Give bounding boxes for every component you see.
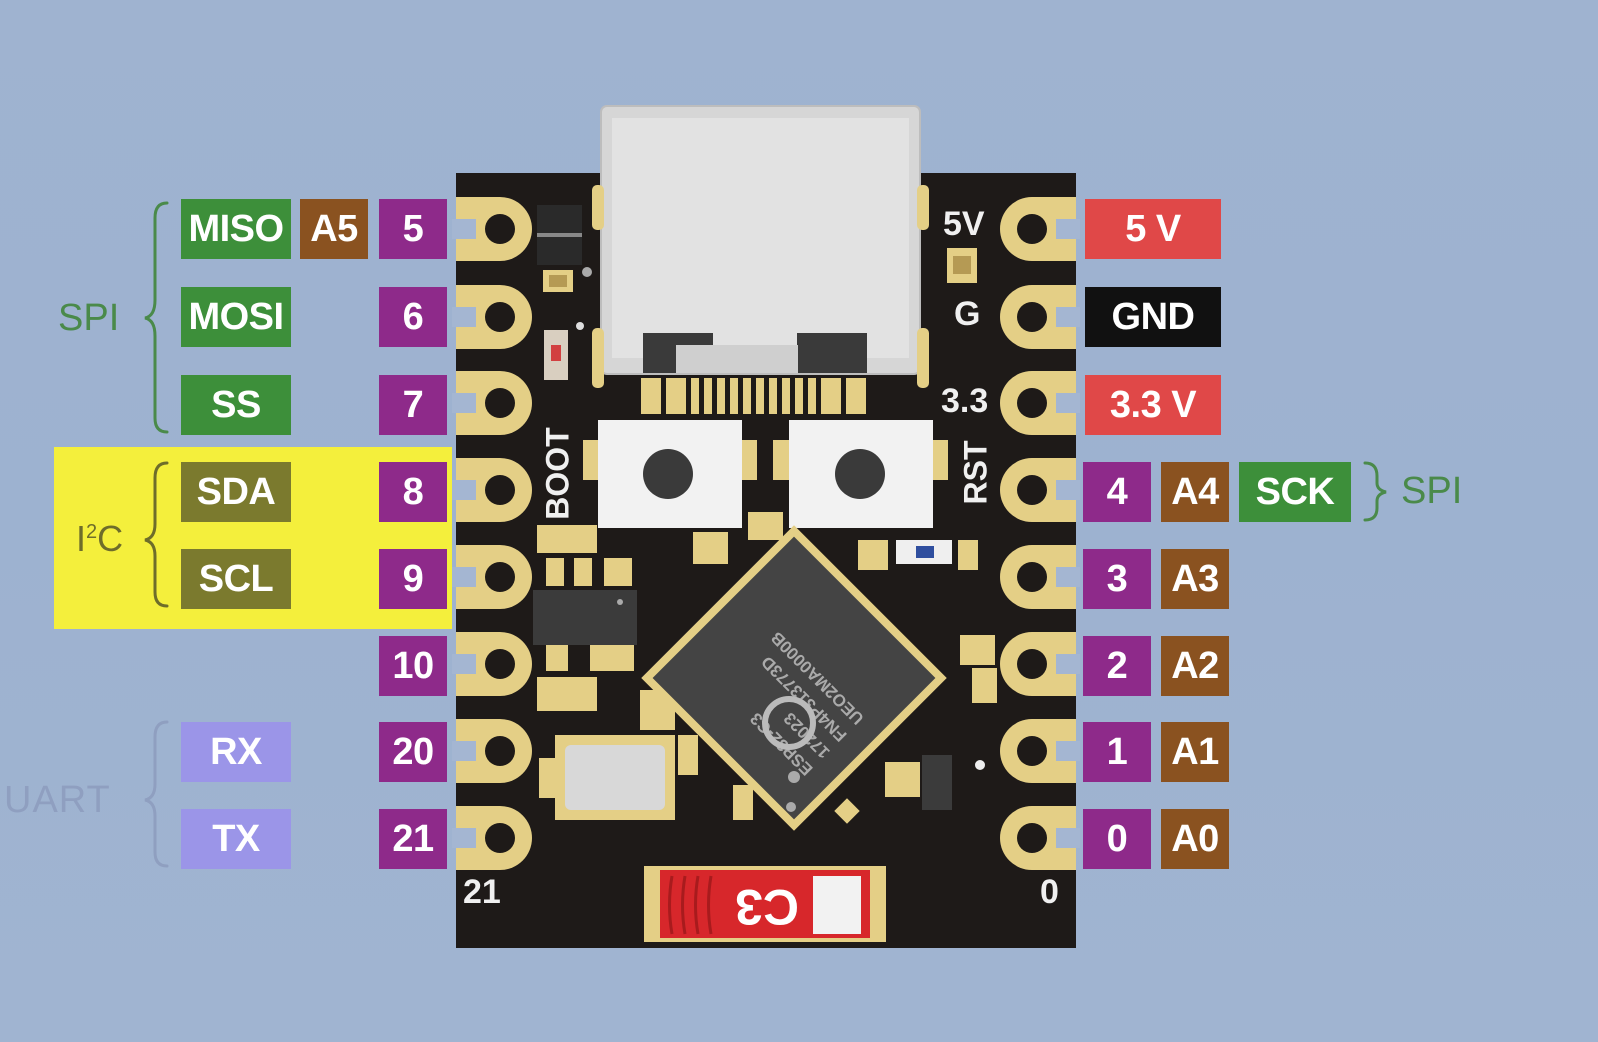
- silk-3v3: 3.3: [941, 382, 989, 420]
- silk-g: G: [954, 295, 981, 333]
- right-pad: [1000, 371, 1080, 435]
- pin-10-label: 10: [379, 636, 447, 696]
- right-pad: [1000, 285, 1080, 349]
- a0-label: A0: [1161, 809, 1229, 869]
- a1-label: A1: [1161, 722, 1229, 782]
- boot-button: [583, 420, 757, 528]
- pin-7-label: 7: [379, 375, 447, 435]
- ss-label: SS: [181, 375, 291, 435]
- boot-label: BOOT: [539, 427, 576, 520]
- miso-label: MISO: [181, 199, 291, 259]
- a5-label: A5: [300, 199, 368, 259]
- a3-label: A3: [1161, 549, 1229, 609]
- pin-1-label: 1: [1083, 722, 1151, 782]
- pin-20-label: 20: [379, 722, 447, 782]
- pin-21-label: 21: [379, 809, 447, 869]
- left-pad: [452, 719, 532, 783]
- scl-label: SCL: [181, 549, 291, 609]
- pin-0-label: 0: [1083, 809, 1151, 869]
- sck-label: SCK: [1239, 462, 1351, 522]
- mosi-label: MOSI: [181, 287, 291, 347]
- left-pad: [452, 545, 532, 609]
- left-pad: [452, 371, 532, 435]
- left-pad: [452, 632, 532, 696]
- tx-label: TX: [181, 809, 291, 869]
- right-pad: [1000, 719, 1080, 783]
- pin-5-label: 5: [379, 199, 447, 259]
- 3v3-label: 3.3 V: [1085, 375, 1221, 435]
- spi-left-label: SPI: [58, 297, 120, 339]
- left-pad: [452, 806, 532, 870]
- pin-8-label: 8: [379, 462, 447, 522]
- left-pad: [452, 285, 532, 349]
- i2c-sup: 2: [86, 521, 98, 543]
- right-pad: [1000, 458, 1080, 522]
- silk-5v: 5V: [943, 205, 985, 243]
- pin-4-label: 4: [1083, 462, 1151, 522]
- a4-label: A4: [1161, 462, 1229, 522]
- c3-label: C3: [735, 879, 799, 935]
- pin-2-label: 2: [1083, 636, 1151, 696]
- c3-plate: [644, 866, 886, 942]
- rx-label: RX: [181, 722, 291, 782]
- gnd-label: GND: [1085, 287, 1221, 347]
- i2c-label: I2C: [76, 518, 123, 560]
- pin-6-label: 6: [379, 287, 447, 347]
- pin-3-label: 3: [1083, 549, 1151, 609]
- right-pad: [1000, 632, 1080, 696]
- spi-right-label: SPI: [1401, 470, 1463, 512]
- reset-button: [773, 420, 948, 528]
- silk-21: 21: [463, 873, 501, 911]
- left-pad: [452, 197, 532, 261]
- pin-9-label: 9: [379, 549, 447, 609]
- i2c-i: I: [76, 518, 87, 559]
- silk-0: 0: [1040, 873, 1059, 911]
- 5v-label: 5 V: [1085, 199, 1221, 259]
- uart-label: UART: [4, 779, 111, 821]
- a2-label: A2: [1161, 636, 1229, 696]
- espressif-logo-icon: [762, 696, 816, 750]
- sda-label: SDA: [181, 462, 291, 522]
- right-pad: [1000, 545, 1080, 609]
- left-pad: [452, 458, 532, 522]
- rst-label: RST: [957, 440, 994, 505]
- right-pad: [1000, 197, 1080, 261]
- right-pad: [1000, 806, 1080, 870]
- i2c-c: C: [97, 518, 124, 559]
